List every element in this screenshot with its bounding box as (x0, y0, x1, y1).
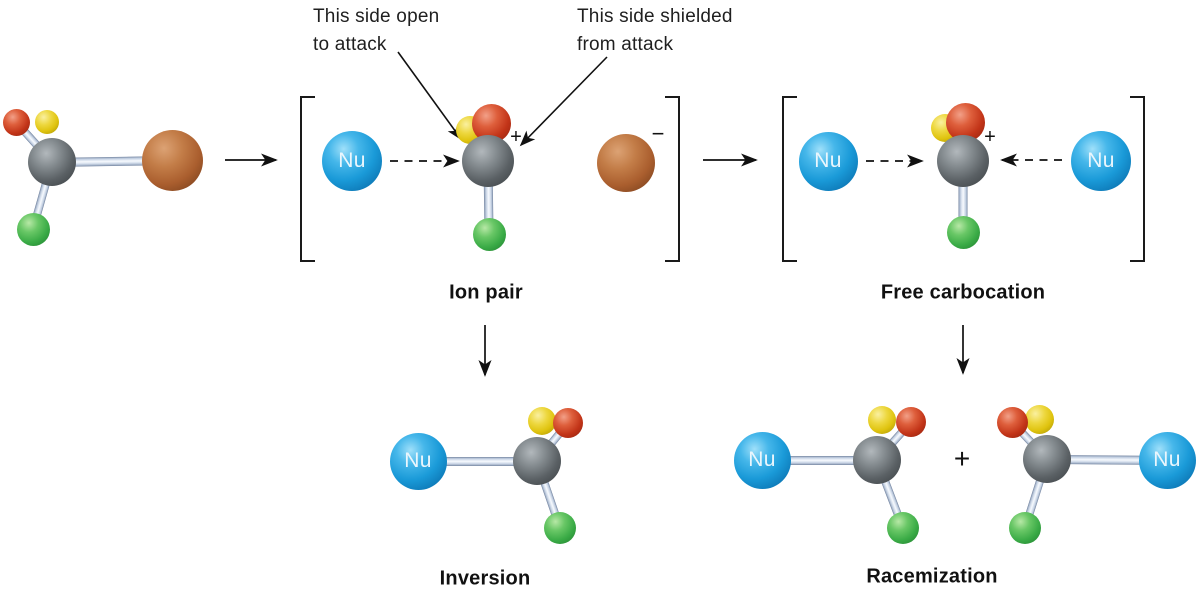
nu-label: Nu (1087, 149, 1115, 172)
leaving-group-atom (141, 129, 203, 191)
nucleophile-atom: Nu (733, 431, 791, 489)
carbon-atom (853, 436, 901, 484)
substituent-green-atom (946, 215, 980, 249)
bond (418, 456, 537, 466)
carbon-atom (462, 135, 514, 187)
substituent-green-atom (16, 212, 50, 246)
nucleophile-atom: Nu (1071, 131, 1131, 191)
free-carbocation-bracket-left (782, 96, 797, 262)
bond (762, 455, 877, 465)
carbon-atom (513, 437, 561, 485)
nucleophile-atom: Nu (798, 131, 858, 191)
plus-operator-racemization: + (953, 443, 971, 474)
substituent-red-atom (553, 408, 583, 438)
substituent-green-atom (887, 512, 919, 544)
inversion-label: Inversion (439, 567, 531, 590)
substituent-green-atom (544, 512, 576, 544)
nu-label: Nu (1153, 448, 1181, 471)
annotation-arrow-shielded-side (519, 56, 608, 147)
carbon-atom (1023, 435, 1071, 483)
carbon-atom (937, 135, 989, 187)
leaving-group-atom (597, 134, 655, 192)
annotation-arrow-open-side (397, 51, 463, 141)
substituent-yellow-atom (35, 110, 59, 134)
substituent-yellow-atom (1024, 404, 1054, 434)
nucleophile-atom: Nu (1138, 431, 1196, 489)
substituent-red-atom (996, 406, 1028, 438)
substituent-red-atom (2, 108, 30, 136)
ion-pair-bracket-right (665, 96, 680, 262)
carbon-atom (28, 138, 76, 186)
annotation-open-to-attack: This side open to attack (313, 6, 440, 55)
substituent-green-atom (472, 217, 506, 251)
free-carbocation-label: Free carbocation (880, 281, 1046, 304)
ion-pair-bracket-left (300, 96, 315, 262)
nu-label: Nu (748, 448, 776, 471)
racemization-label: Racemization (866, 565, 998, 588)
substituent-yellow-atom (868, 406, 896, 434)
free-carbocation-bracket-right (1130, 96, 1145, 262)
plus-charge-free-carbocation: + (984, 126, 996, 148)
nu-label: Nu (814, 149, 842, 172)
substituent-green-atom (1009, 512, 1041, 544)
nucleophile-atom: Nu (322, 131, 382, 191)
plus-charge-ion-pair: + (510, 126, 522, 148)
nu-label: Nu (338, 149, 366, 172)
substituent-yellow-atom (528, 407, 556, 435)
substituent-red-atom (896, 407, 926, 437)
ion-pair-label: Ion pair (449, 281, 523, 304)
annotation-shielded-from-attack: This side shielded from attack (577, 6, 733, 55)
nu-label: Nu (404, 449, 432, 472)
minus-charge-leaving-group: − (651, 121, 665, 146)
nucleophile-atom: Nu (389, 432, 447, 490)
